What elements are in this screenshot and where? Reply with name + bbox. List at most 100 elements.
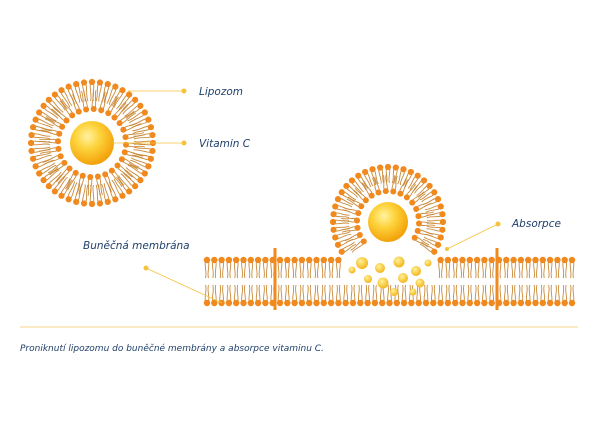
vitamin-c-droplets bbox=[348, 256, 432, 296]
lipid-head bbox=[58, 192, 65, 199]
lipid-head bbox=[354, 217, 361, 224]
lipid-head bbox=[145, 116, 152, 123]
lipid-head bbox=[112, 196, 119, 203]
lipid-head bbox=[466, 256, 473, 264]
lipid-head bbox=[452, 299, 459, 307]
vitamin-c-droplet bbox=[364, 275, 372, 283]
lipid-head bbox=[254, 299, 262, 307]
vitamin-c-label: Vitamin C bbox=[199, 138, 251, 150]
lipid-head bbox=[147, 124, 155, 131]
lipid-head bbox=[28, 131, 35, 139]
lipid-head bbox=[525, 256, 532, 264]
lipid-head bbox=[225, 256, 233, 264]
lipid-head bbox=[348, 177, 356, 184]
lipid-head bbox=[147, 155, 155, 162]
lipid-head bbox=[65, 196, 72, 203]
lipid-head bbox=[369, 166, 376, 173]
lipid-tail bbox=[95, 82, 100, 102]
lipid-head bbox=[422, 299, 430, 307]
lipid-head bbox=[561, 299, 568, 307]
lipid-head bbox=[121, 149, 128, 156]
lipid-head bbox=[55, 145, 62, 152]
vitamin-c-droplet bbox=[415, 278, 425, 288]
lipid-head bbox=[426, 182, 433, 190]
lipid-head bbox=[79, 172, 86, 179]
lipid-head bbox=[66, 165, 73, 172]
lipid-head bbox=[98, 107, 105, 114]
lipid-head bbox=[112, 83, 119, 90]
lipid-head bbox=[327, 299, 335, 307]
lipid-head bbox=[73, 198, 80, 206]
lipid-head bbox=[357, 299, 364, 307]
lipid-head bbox=[119, 192, 126, 199]
lipid-head bbox=[368, 192, 375, 199]
vitamin-c-droplet bbox=[424, 259, 432, 267]
lipid-head bbox=[45, 96, 52, 103]
lipid-head bbox=[122, 141, 129, 148]
lipid-head bbox=[254, 256, 262, 264]
lipid-head bbox=[313, 299, 320, 307]
lipid-head bbox=[88, 200, 96, 208]
lipid-head bbox=[240, 299, 247, 307]
lipid-head bbox=[377, 164, 384, 171]
lipid-head bbox=[503, 299, 510, 307]
lipid-head bbox=[561, 256, 568, 264]
lipid-head bbox=[61, 159, 68, 166]
lipid-head bbox=[517, 299, 525, 307]
lipid-head bbox=[407, 168, 414, 176]
vitamin-c-droplet bbox=[393, 256, 405, 268]
lipid-head bbox=[400, 166, 407, 173]
lipid-head bbox=[452, 256, 459, 264]
lipid-tail bbox=[87, 176, 90, 196]
lipid-head bbox=[439, 218, 447, 226]
lipid-head bbox=[32, 163, 39, 170]
lipid-head bbox=[439, 226, 446, 233]
lipid-head bbox=[420, 177, 428, 184]
fusing-liposome bbox=[329, 163, 447, 255]
lipid-head bbox=[539, 299, 546, 307]
lipid-head bbox=[313, 256, 320, 264]
lipid-head bbox=[36, 109, 43, 116]
lipid-head bbox=[330, 211, 337, 218]
lipid-head bbox=[414, 172, 421, 179]
lipid-head bbox=[203, 256, 211, 264]
callout-absorption bbox=[445, 221, 501, 251]
lipid-head bbox=[203, 299, 211, 307]
lipid-head bbox=[104, 80, 111, 88]
membrane-channel bbox=[495, 248, 499, 310]
lipid-head bbox=[349, 299, 357, 307]
lipid-head bbox=[434, 196, 442, 203]
lipid-head bbox=[386, 299, 393, 307]
lipid-head bbox=[240, 256, 247, 264]
lipid-head bbox=[503, 256, 510, 264]
lipid-head bbox=[132, 183, 139, 190]
lipid-head bbox=[118, 156, 125, 163]
lipid-head bbox=[40, 102, 47, 109]
lipid-head bbox=[459, 256, 466, 264]
lipid-head bbox=[400, 299, 408, 307]
lipid-head bbox=[211, 256, 218, 264]
lipid-head bbox=[306, 299, 313, 307]
lipid-head bbox=[247, 299, 254, 307]
lipid-head bbox=[355, 172, 362, 179]
lipid-head bbox=[298, 299, 306, 307]
lipid-head bbox=[291, 299, 298, 307]
lipid-head bbox=[382, 188, 389, 195]
lipid-head bbox=[126, 188, 133, 195]
lipid-head bbox=[413, 205, 420, 212]
lipid-head bbox=[88, 78, 96, 86]
lipid-head bbox=[96, 79, 104, 86]
lipid-head bbox=[362, 168, 369, 176]
vitamin-c-core bbox=[368, 202, 408, 242]
lipid-head bbox=[332, 234, 339, 241]
lipid-head bbox=[276, 299, 284, 307]
lipid-head bbox=[437, 203, 444, 210]
lipid-head bbox=[122, 134, 129, 141]
lipid-head bbox=[481, 299, 488, 307]
lipid-head bbox=[120, 126, 127, 133]
lipid-head bbox=[327, 256, 335, 264]
lipid-head bbox=[69, 112, 76, 119]
lipid-head bbox=[392, 164, 399, 171]
membrane-channel bbox=[273, 248, 277, 310]
lipid-tail bbox=[39, 138, 59, 141]
